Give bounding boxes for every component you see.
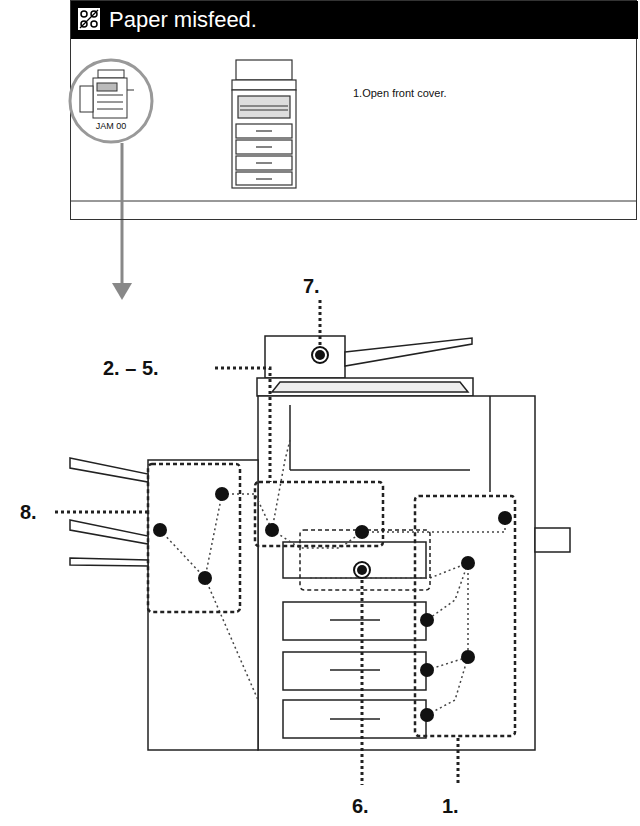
callout-number: 2. – 5. [103,358,159,378]
misfeed-icon [78,8,100,30]
screen-panel: 1.Open front cover. Paper misfeed. JAM 00 [70,0,637,220]
screen-title: Paper misfeed. [109,8,257,32]
panel-lines [70,201,637,202]
callout-number: 1. [442,796,459,816]
callout-number: 7. [303,276,320,296]
copier-icon [232,60,296,188]
jam-area-box [148,464,515,736]
paper-path [160,440,505,715]
jam-dot [153,347,512,722]
pointer-arrow [112,143,132,300]
copier-body [70,336,570,750]
jam-code: JAM 00 [68,121,154,131]
callout-number: 8. [20,502,37,522]
small-copier-icon [80,70,134,118]
callout-number: 6. [352,796,369,816]
jam-circle: JAM 00 [68,58,154,144]
circle-outline [68,58,154,144]
leader-line [55,300,458,785]
instruction-text: 1.Open front cover. [353,87,447,99]
header-band: Paper misfeed. [71,1,638,39]
